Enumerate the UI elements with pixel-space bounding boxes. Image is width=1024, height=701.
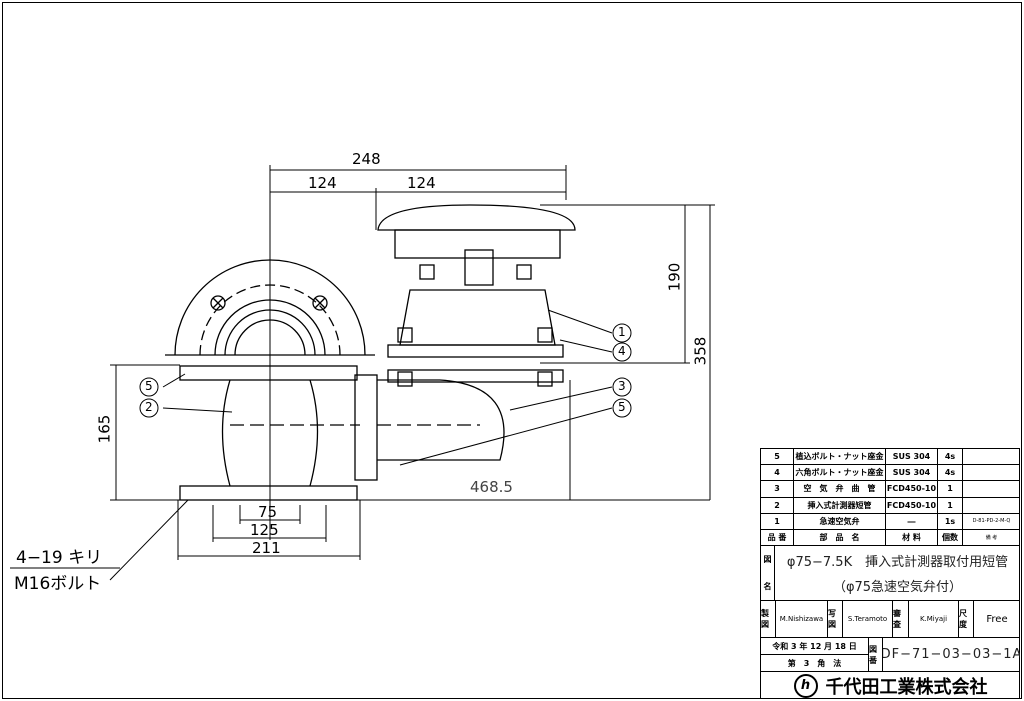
traced-by: S.Teramoto (843, 601, 893, 638)
dim-211: 211 (252, 539, 281, 557)
balloon-5-left: 5 (145, 379, 153, 393)
parts-header-no: 品 番 (761, 530, 794, 547)
checked-by: K.Miyaji (909, 601, 959, 638)
parts-header-material: 材 料 (886, 530, 938, 547)
name-label: 図 名 (761, 546, 775, 601)
dim-468-5: 468.5 (470, 478, 513, 496)
parts-row-no: 2 (761, 497, 794, 514)
balloon-2: 2 (145, 400, 153, 414)
balloon-3: 3 (618, 379, 626, 393)
scale-label: 尺度 (959, 601, 974, 638)
parts-row-no: 5 (761, 449, 794, 466)
dimension-lines (110, 165, 715, 560)
scale-value: Free (974, 601, 1020, 638)
title-line-2: （φ75急速空気弁付） (832, 580, 963, 595)
dim-75: 75 (258, 503, 278, 521)
parts-row-material: SUS 304 (886, 465, 938, 482)
parts-row-name: 急速空気弁 (794, 513, 886, 530)
parts-row-qty: 4s (938, 449, 963, 466)
parts-row-remarks (963, 498, 1020, 514)
balloons (139, 323, 632, 418)
parts-row-name: 挿入式計測器短管 (794, 497, 886, 514)
parts-row-no: 4 (761, 465, 794, 482)
dim-125: 125 (250, 521, 279, 539)
bolt-note: M16ボルト (14, 574, 102, 594)
parts-row-no: 3 (761, 481, 794, 498)
dim-190: 190 (665, 262, 684, 292)
parts-row-material: SUS 304 (886, 449, 938, 466)
company-logo-icon: h (793, 673, 818, 698)
balloon-5: 5 (618, 400, 626, 414)
parts-row-name: 空 気 弁 曲 管 (794, 481, 886, 498)
air-valve (377, 204, 576, 387)
projection-method: 第 3 角 法 (761, 655, 869, 672)
drawing-number: DF−71−03−03−1A (883, 638, 1020, 672)
dim-358: 358 (691, 336, 710, 366)
parts-row-remarks: D-81-PD-2-M-Q (963, 514, 1020, 530)
company-row: h 千代田工業株式会社 (761, 672, 1020, 699)
parts-row-qty: 4s (938, 465, 963, 482)
dim-248: 248 (352, 150, 381, 168)
title-line-1: φ75−7.5K 挿入式計測器取付用短管 (786, 555, 1009, 570)
parts-row-qty: 1 (938, 481, 963, 498)
drawing-title: φ75−7.5K 挿入式計測器取付用短管 （φ75急速空気弁付） (775, 546, 1020, 601)
traced-label: 写図 (828, 601, 843, 638)
balloon-4: 4 (618, 344, 626, 358)
parts-row-remarks (963, 449, 1020, 466)
drawn-label: 製図 (761, 601, 776, 638)
parts-row-material: FCD450-10 (886, 497, 938, 514)
company-name: 千代田工業株式会社 (825, 676, 988, 698)
dim-124-left: 124 (308, 174, 337, 192)
name-label-bottom: 名 (763, 582, 772, 591)
parts-row-material: ― (886, 513, 938, 530)
parts-header-name: 部 品 名 (794, 530, 886, 547)
parts-row-no: 1 (761, 513, 794, 530)
flange-top-view (165, 259, 375, 356)
checked-label: 審査 (893, 601, 909, 638)
short-pipe-body (179, 365, 505, 501)
hole-note: 4−19 キリ (16, 548, 103, 568)
drawing-no-label: 図番 (869, 638, 883, 672)
dim-124-right: 124 (407, 174, 436, 192)
parts-row-material: FCD450-10 (886, 481, 938, 498)
parts-row-qty: 1 (938, 497, 963, 514)
balloon-1: 1 (618, 325, 626, 339)
parts-header-remarks: 備 考 (963, 530, 1020, 547)
leader-lines (10, 309, 613, 581)
name-label-top: 図 (763, 555, 772, 564)
parts-header-qty: 個数 (938, 530, 963, 547)
drawn-by: M.Nishizawa (776, 601, 828, 638)
parts-row-name: 植込ボルト・ナット座金 (794, 449, 886, 466)
parts-row-name: 六角ボルト・ナット座金 (794, 465, 886, 482)
date: 令和 3 年 12 月 18 日 (761, 638, 869, 655)
parts-row-remarks (963, 465, 1020, 482)
parts-row-qty: 1s (938, 513, 963, 530)
parts-row-remarks (963, 481, 1020, 498)
dim-165: 165 (95, 414, 114, 444)
